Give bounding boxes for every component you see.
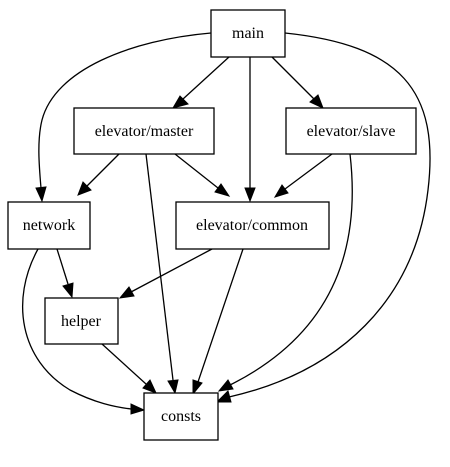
node-consts-label: consts [161,408,201,425]
edge-main-to-elevator-common [244,57,256,203]
node-network: network [7,201,91,250]
node-helper: helper [44,297,119,345]
nodes: main elevator/master elevator/slave netw… [7,9,417,441]
node-consts: consts [143,392,219,441]
node-elevator-master-label: elevator/master [95,123,194,140]
node-elevator-master: elevator/master [73,107,215,155]
node-elevator-common-label: elevator/common [196,217,308,234]
edges [21,32,431,415]
edge-elevator-master-to-network [77,153,120,196]
node-elevator-common: elevator/common [175,201,330,250]
edge-elevator-slave-to-consts [217,153,353,392]
node-elevator-slave-label: elevator/slave [307,123,396,140]
edge-elevator-common-to-helper [118,248,213,299]
node-network-label: network [23,217,75,234]
edge-elevator-common-to-consts [192,248,244,396]
edge-main-to-elevator-slave [271,56,324,109]
node-helper-label: helper [61,313,102,330]
node-main-label: main [232,25,264,42]
edge-elevator-slave-to-elevator-common [273,153,333,198]
edge-elevator-master-to-consts [145,153,179,395]
edge-elevator-master-to-elevator-common [174,153,231,197]
node-elevator-slave: elevator/slave [285,107,417,155]
node-main: main [210,9,286,58]
edge-main-to-network [35,32,212,203]
edge-network-to-consts [21,248,146,415]
edge-main-to-elevator-master [171,56,230,109]
edge-network-to-helper [56,248,74,299]
edge-main-to-consts [215,32,431,403]
edge-helper-to-consts [101,343,157,394]
